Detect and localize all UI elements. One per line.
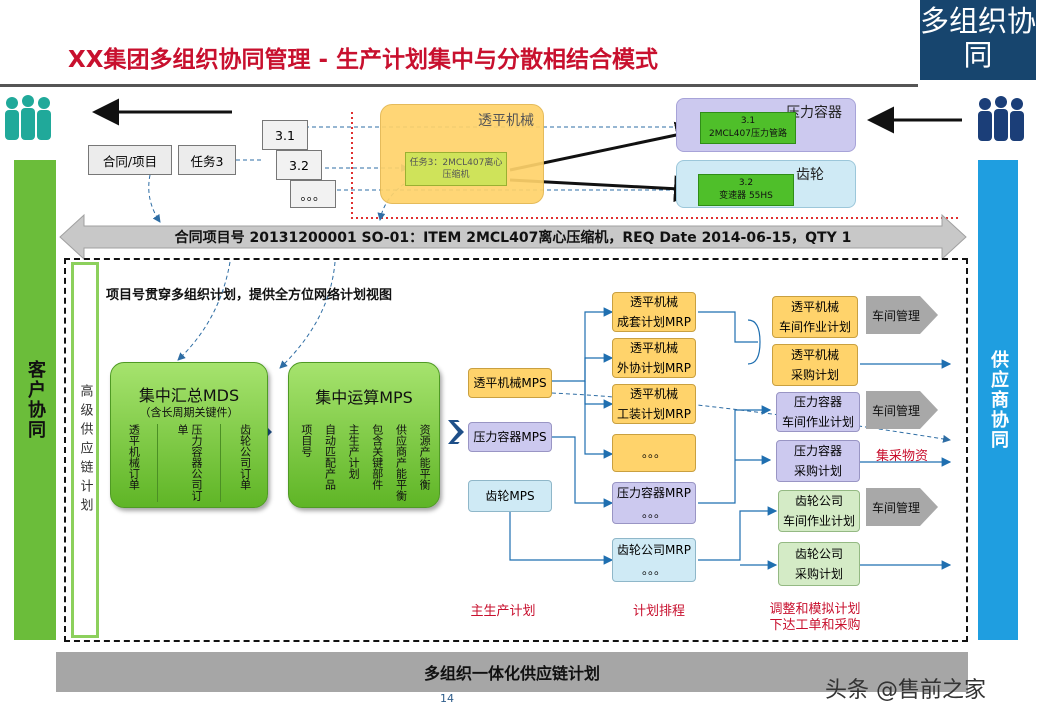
mps-col-1: 项目号 (299, 424, 313, 457)
customer-collab-bar: 客户协同 (14, 160, 56, 640)
org-turbine-task: 任务3：2MCL407离心压缩机 (405, 152, 507, 186)
mps-col-2: 自动匹配产品 (323, 424, 337, 490)
page-title: XX集团多组织协同管理 - 生产计划集中与分散相结合模式 (68, 47, 659, 73)
subtask-more: 。。。 (290, 180, 336, 208)
workshop-label-2: 车间管理 (871, 403, 920, 418)
exec-3-line2: 车间作业计划 (781, 415, 854, 429)
mps-col-6: 资源产能平衡 (418, 424, 432, 490)
mrp-2-line2: 外协计划MRP (617, 361, 691, 375)
customer-people-icon (5, 95, 51, 140)
mrp-turbine-outsource: 透平机械外协计划MRP (612, 338, 696, 378)
mps-col-4: 包含关键部件 (370, 424, 384, 490)
exec-6-line2: 采购计划 (794, 567, 843, 581)
central-purchase-label: 集采物资 (876, 449, 929, 464)
mrp-1-line1: 透平机械 (629, 295, 678, 309)
stage-main-plan: 主生产计划 (470, 604, 536, 619)
mps-unit-turbine: 透平机械MPS (468, 368, 552, 398)
bottom-bar: 多组织一体化供应链计划 (56, 652, 968, 692)
org-pressure-name: 压力容器 (786, 105, 842, 121)
exec-1-line1: 透平机械 (790, 300, 839, 314)
mds-divider-1 (157, 424, 159, 502)
mrp-2-line1: 透平机械 (629, 341, 678, 355)
main-dashed-frame (64, 258, 968, 642)
org-pressure-code: 3.1 (740, 116, 756, 126)
org-pressure-item: 3.1 2MCL407压力管路 (700, 112, 796, 144)
exec-1-line2: 车间作业计划 (778, 320, 851, 334)
supplier-people-icon (978, 96, 1024, 141)
mds-subtitle: （含长周期关键件） (139, 406, 239, 419)
exec-5-line1: 齿轮公司 (794, 494, 843, 508)
mps-unit-gear: 齿轮MPS (468, 480, 552, 512)
org-turbine-name: 透平机械 (478, 113, 534, 129)
watermark: 头条 @售前之家 (825, 678, 986, 703)
title-rule (0, 84, 918, 87)
mds-block (110, 362, 268, 508)
stage-adjust: 调整和模拟计划 下达工单和采购 (769, 602, 861, 633)
task3-box: 任务3 (178, 145, 236, 175)
mrp-6-line2: 。。。 (641, 563, 666, 577)
workshop-label-1: 车间管理 (871, 308, 920, 323)
exec-6-line1: 齿轮公司 (794, 547, 843, 561)
mps-col-5: 供应商产能平衡 (394, 424, 408, 501)
org-pressure-item-name: 2MCL407压力管路 (709, 129, 787, 139)
mrp-3-line2: 工装计划MRP (617, 407, 691, 421)
mrp-turbine-more: 。。。 (612, 434, 696, 472)
org-gear-item: 3.2 变速器 55HS (698, 174, 794, 206)
exec-gear-purchase: 齿轮公司采购计划 (778, 542, 860, 586)
mds-col-3: 齿轮公司订单 (238, 424, 252, 490)
mds-col-1: 透平机械订单 (127, 424, 141, 490)
mrp-3-line1: 透平机械 (629, 387, 678, 401)
mps-unit-pressure: 压力容器MPS (468, 422, 552, 452)
mds-columns: 透平机械订单 压力容器公司订单 齿轮公司订单 (118, 424, 260, 502)
mrp-1-line2: 成套计划MRP (617, 315, 691, 329)
exec-4-line2: 采购计划 (793, 464, 842, 478)
mps-block (288, 362, 440, 508)
exec-4-line1: 压力容器 (793, 444, 842, 458)
mrp-turbine-full: 透平机械成套计划MRP (612, 292, 696, 332)
mrp-gear: 齿轮公司MRP 。。。 (612, 538, 696, 582)
exec-5-line2: 车间作业计划 (782, 514, 855, 528)
mps-col-3: 主生产计划 (347, 424, 361, 479)
subtask-3-1: 3.1 (262, 120, 308, 150)
exec-2-line1: 透平机械 (790, 348, 839, 362)
advanced-supply-chain-label: 高级供应链计划 (71, 262, 99, 638)
corner-label: 多组织协同 (920, 0, 1036, 80)
exec-2-line2: 采购计划 (790, 368, 839, 382)
contract-project-box: 合同/项目 (88, 145, 172, 175)
mrp-5-line2: 。。。 (641, 506, 666, 520)
org-gear-item-name: 变速器 55HS (719, 191, 773, 201)
mrp-5-line1: 压力容器MRP (617, 486, 691, 500)
subtask-3-2: 3.2 (276, 150, 322, 180)
exec-pressure-purchase: 压力容器采购计划 (776, 440, 860, 482)
mps-title: 集中运算MPS (315, 388, 413, 407)
exec-turbine-purchase: 透平机械采购计划 (772, 344, 858, 386)
workshop-label-3: 车间管理 (871, 500, 920, 515)
page-number: 14 (440, 692, 454, 705)
exec-turbine-workshop: 透平机械车间作业计划 (772, 296, 858, 338)
mps-columns: 项目号 自动匹配产品 主生产计划 包含关键部件 供应商产能平衡 资源产能平衡 (294, 424, 436, 502)
exec-gear-workshop: 齿轮公司车间作业计划 (778, 490, 860, 532)
org-gear-code: 3.2 (738, 178, 754, 188)
mrp-4-line1: 。。。 (641, 446, 666, 460)
supplier-collab-bar: 供应商协同 (978, 160, 1018, 640)
mrp-6-line1: 齿轮公司MRP (617, 543, 691, 557)
exec-3-line1: 压力容器 (793, 395, 842, 409)
mds-title: 集中汇总MDS (138, 386, 240, 405)
contract-banner: 合同项目号 20131200001 SO-01：ITEM 2MCL407离心压缩… (174, 230, 852, 246)
stage-schedule: 计划排程 (632, 604, 685, 619)
mds-divider-2 (219, 424, 221, 502)
exec-pressure-workshop: 压力容器车间作业计划 (776, 392, 860, 432)
mrp-pressure: 压力容器MRP 。。。 (612, 482, 696, 524)
mrp-turbine-tooling: 透平机械工装计划MRP (612, 384, 696, 424)
org-gear-name: 齿轮 (796, 167, 824, 183)
project-note: 项目号贯穿多组织计划，提供全方位网络计划视图 (106, 288, 393, 303)
mds-col-2: 压力容器公司订单 (175, 424, 203, 501)
